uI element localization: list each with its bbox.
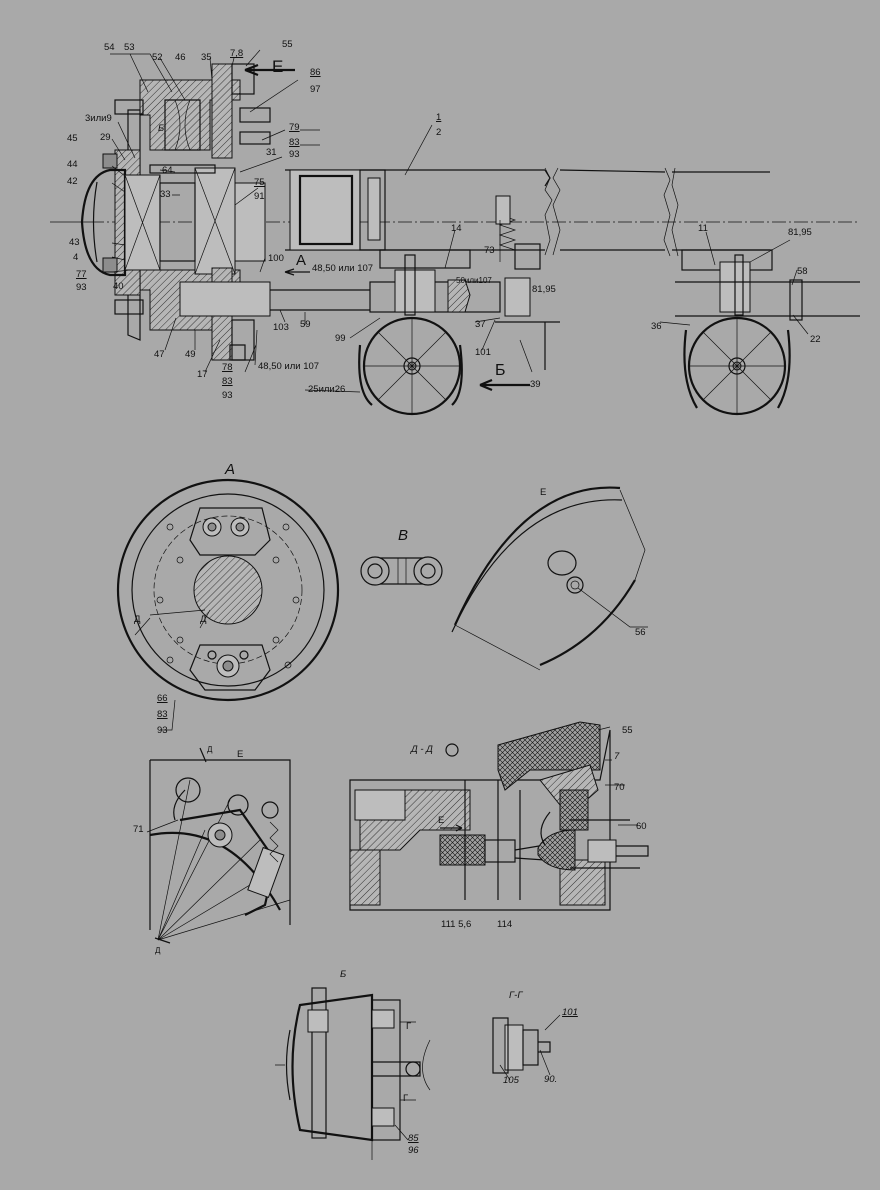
callout-77: 77: [76, 269, 87, 280]
callout-93-c: 93: [222, 390, 233, 401]
callout-93-d: 93: [157, 725, 168, 736]
callout-48-50-107-b: 48,50 или 107: [258, 361, 320, 372]
callout-73: 73: [484, 245, 495, 256]
callout-114: 114: [497, 919, 513, 930]
callout-105: 105: [503, 1075, 519, 1086]
view-a: [116, 478, 443, 731]
callout-45: 45: [67, 133, 78, 144]
view-e-detail: [451, 486, 648, 671]
callout-35: 35: [201, 52, 212, 63]
callout-71: 71: [133, 824, 144, 835]
callout-39: 39: [530, 379, 541, 390]
callout-29: 29: [100, 132, 111, 143]
callout-83-a: 83: [289, 137, 300, 148]
callout-31: 31: [266, 147, 277, 158]
callout-83-c: 83: [157, 709, 168, 720]
callout-47: 47: [154, 349, 165, 360]
view-title-e-1: Е: [540, 487, 547, 498]
view-title-v: В: [398, 527, 409, 544]
callout-78: 78: [222, 362, 233, 373]
section-title-dd: Д - Д: [411, 744, 433, 755]
callout-2: 2: [436, 127, 442, 138]
callout-60: 60: [636, 821, 647, 832]
hub-section: [50, 49, 860, 416]
view-arrow-e-top: E: [272, 57, 284, 76]
callout-b-small: Б: [158, 123, 165, 134]
callout-50ili107: 50или107: [456, 276, 492, 285]
view-e-bracket: [146, 747, 291, 944]
callout-93-a: 93: [289, 149, 300, 160]
callout-99: 99: [335, 333, 346, 344]
callout-90: 90.: [544, 1074, 558, 1085]
callout-7-8: 7,8: [230, 48, 244, 59]
callout-11: 11: [698, 223, 708, 234]
callout-14: 14: [451, 223, 462, 234]
callout-1: 1: [436, 112, 442, 123]
callout-59: 59: [300, 319, 311, 330]
view-title-a: А: [225, 461, 236, 478]
section-arrow-e: Е: [438, 815, 445, 826]
section-title-gg: Г-Г: [509, 990, 523, 1001]
callout-55-b: 55: [622, 725, 633, 736]
section-mark-d-4: Д: [155, 946, 161, 955]
section-mark-g-2: Г: [403, 1093, 409, 1104]
callout-53: 53: [124, 42, 135, 53]
callout-36: 36: [651, 321, 662, 332]
callout-103: 103: [273, 322, 289, 333]
callout-64: 64: [162, 165, 173, 176]
callout-4: 4: [73, 252, 79, 263]
callout-3ili9: 3или9: [85, 113, 112, 124]
view-b-chamber: [275, 987, 561, 1160]
callout-101-b: 101: [562, 1007, 578, 1018]
callout-55: 55: [282, 39, 293, 50]
callout-96: 96: [408, 1145, 419, 1156]
callout-58: 58: [797, 266, 808, 277]
callout-101: 101: [475, 347, 491, 358]
view-title-b: Б: [340, 969, 347, 980]
callout-22: 22: [810, 334, 821, 345]
callout-70: 70: [614, 782, 625, 793]
callout-33: 33: [160, 189, 171, 200]
section-dd: [349, 721, 649, 911]
callout-48-50-107-a: 48,50 или 107: [312, 263, 374, 274]
callout-81-95-a: 81,95: [788, 227, 812, 238]
callout-85: 85: [408, 1133, 419, 1144]
callout-7: 7: [614, 751, 620, 762]
callout-93-b: 93: [76, 282, 87, 293]
callout-111-5-6: 111 5,6: [441, 919, 472, 930]
callout-83-b: 83: [222, 376, 233, 387]
callout-52: 52: [152, 52, 163, 63]
callout-79: 79: [289, 122, 300, 133]
section-mark-d-1: Д: [134, 614, 141, 625]
callout-46: 46: [175, 52, 186, 63]
callout-66: 66: [157, 693, 168, 704]
callout-25ili26: 25или26: [308, 384, 346, 395]
callout-43: 43: [69, 237, 80, 248]
callout-17: 17: [197, 369, 208, 380]
callout-37: 37: [475, 319, 486, 330]
callout-56: 56: [635, 627, 646, 638]
view-title-e-2: Е: [237, 749, 244, 760]
callout-75: 75: [254, 177, 265, 188]
view-arrow-a-top: А: [296, 252, 307, 269]
section-mark-d-2: Д: [200, 614, 207, 625]
callout-54: 54: [104, 42, 115, 53]
callout-86: 86: [310, 67, 321, 78]
view-arrow-b: Б: [495, 362, 506, 379]
callout-42: 42: [67, 176, 78, 187]
callout-40: 40: [113, 281, 124, 292]
callout-91: 91: [254, 191, 265, 202]
callout-49: 49: [185, 349, 196, 360]
callout-100: 100: [268, 253, 284, 264]
callout-97: 97: [310, 84, 321, 95]
section-mark-d-3: Д: [207, 745, 213, 754]
callout-81-95-b: 81,95: [532, 284, 556, 295]
callout-44: 44: [67, 159, 78, 170]
section-mark-g-1: Г: [406, 1021, 412, 1032]
